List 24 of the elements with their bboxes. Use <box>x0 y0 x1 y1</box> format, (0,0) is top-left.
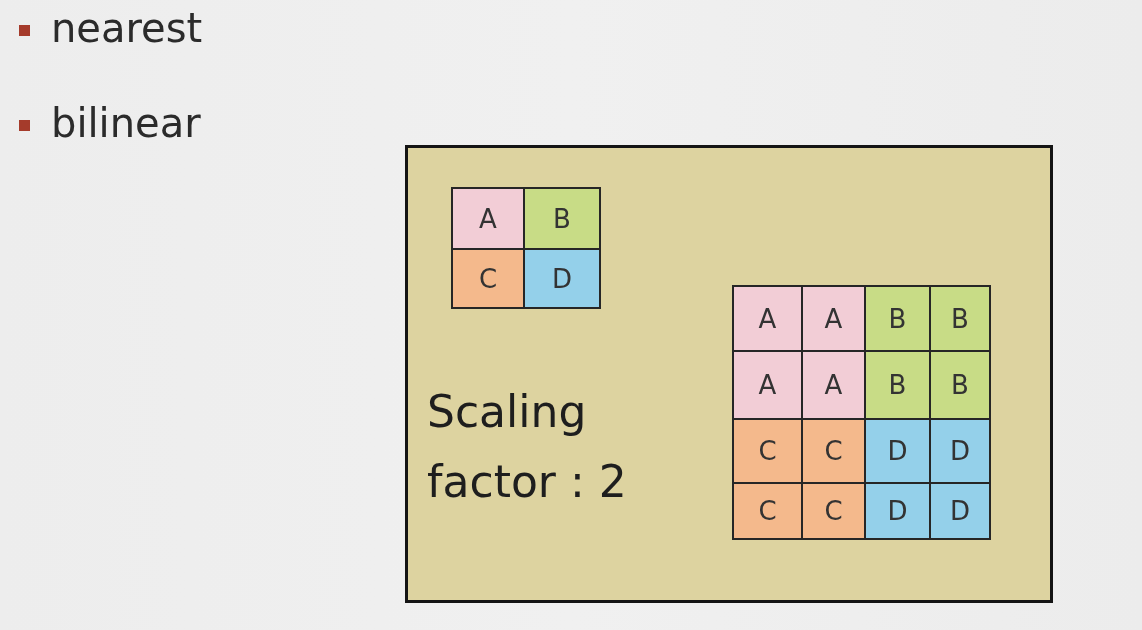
pixel-cell: D <box>929 418 991 484</box>
list-item-text: bilinear <box>51 99 201 147</box>
pixel-cell: B <box>864 285 931 352</box>
pixel-cell: C <box>801 418 866 484</box>
pixel-cell: B <box>864 350 931 420</box>
pixel-cell: B <box>523 187 601 250</box>
pixel-cell: C <box>732 482 803 540</box>
pixel-cell: A <box>732 350 803 420</box>
pixel-cell: D <box>864 418 931 484</box>
pixel-cell: A <box>801 285 866 352</box>
pixel-cell: A <box>732 285 803 352</box>
pixel-cell: B <box>929 285 991 352</box>
pixel-cell: A <box>801 350 866 420</box>
pixel-cell: D <box>929 482 991 540</box>
pixel-cell: D <box>523 248 601 309</box>
pixel-cell: D <box>864 482 931 540</box>
pixel-cell: C <box>801 482 866 540</box>
pixel-cell: C <box>451 248 525 309</box>
pixel-cell: C <box>732 418 803 484</box>
pixel-cell: A <box>451 187 525 250</box>
panel <box>405 145 1053 603</box>
pixel-cell: B <box>929 350 991 420</box>
list-item-text: nearest <box>51 4 203 52</box>
scaling-factor-text: Scaling factor : 2 <box>427 385 628 509</box>
